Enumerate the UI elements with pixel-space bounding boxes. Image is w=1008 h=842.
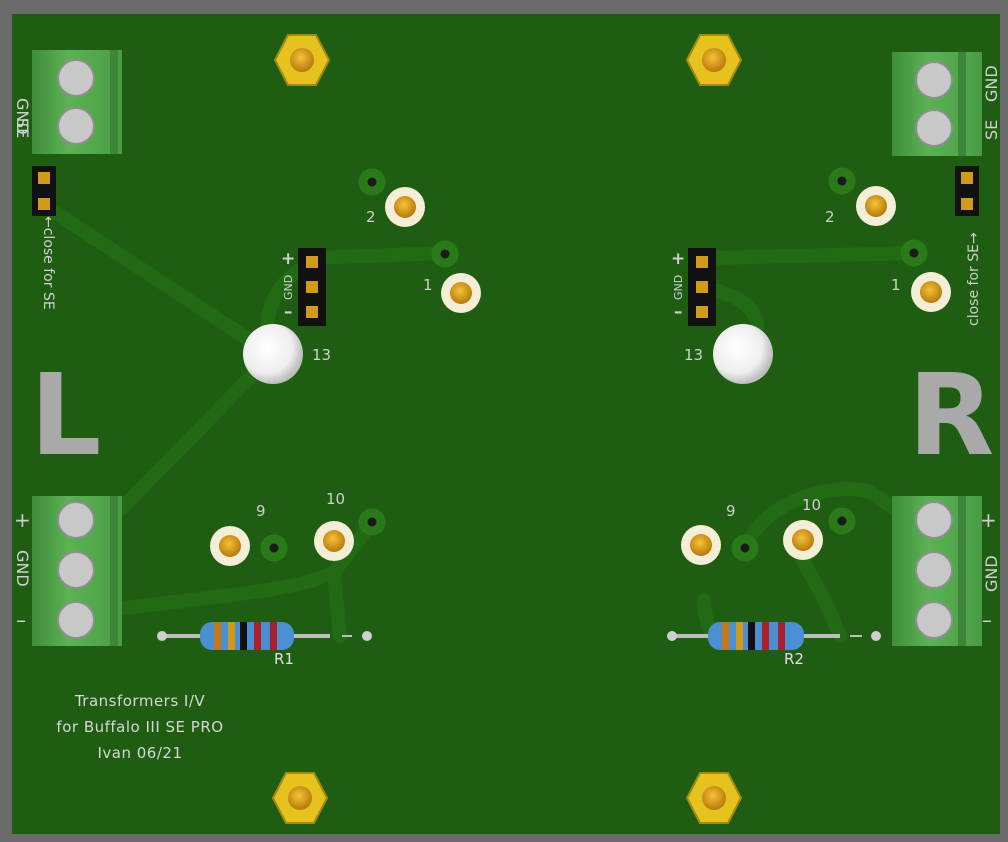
jumper-left — [32, 166, 56, 216]
terminal-block-bottom-right — [892, 496, 982, 646]
mounting-standoffs — [271, 34, 743, 824]
pad-label-left-9: 9 — [256, 502, 266, 520]
resistor-r2 — [667, 622, 881, 650]
label-plus-bottom-left: + — [14, 508, 31, 532]
pad-label-right-1: 1 — [891, 276, 901, 294]
terminal-block-bottom-left — [32, 496, 122, 646]
label-se-top-right: SE — [982, 119, 1001, 140]
standoff-top-right — [685, 34, 743, 86]
label-close-left: ←close for SE — [40, 216, 56, 310]
label-gnd-bottom-right: GND — [982, 555, 1001, 592]
pad-right-10 — [783, 520, 823, 560]
label-gnd-top-right: GND — [982, 65, 1001, 102]
pad-label-right-2: 2 — [825, 208, 835, 226]
pad-left-9 — [210, 526, 250, 566]
label-minus-bottom-left: – — [16, 608, 26, 632]
pad-left-2 — [385, 187, 425, 227]
pad-label-left-2: 2 — [366, 208, 376, 226]
notes-line-2: for Buffalo III SE PRO — [56, 718, 224, 736]
terminal-block-top-right — [892, 52, 982, 156]
header-left-gnd: GND — [282, 274, 295, 300]
pad-label-left-1: 1 — [423, 276, 433, 294]
notes-line-3: Ivan 06/21 — [97, 744, 183, 762]
header-right-gnd: GND — [672, 274, 685, 300]
pad-right-9 — [681, 525, 721, 565]
label-gnd-bottom-left: GND — [13, 550, 32, 587]
pad-label-right-13: 13 — [684, 346, 704, 364]
pad-right-1 — [911, 272, 951, 312]
label-plus-bottom-right: + — [980, 508, 997, 532]
terminal-block-top-left — [32, 50, 122, 154]
standoff-bottom-right — [685, 772, 743, 824]
pad-label-left-10: 10 — [326, 490, 346, 508]
resistor-label-r1: R1 — [274, 650, 294, 668]
notes-line-1: Transformers I/V — [74, 692, 206, 710]
pad-label-left-13: 13 — [312, 346, 332, 364]
label-minus-bottom-right: – — [982, 608, 992, 632]
pad-label-right-10: 10 — [802, 496, 822, 514]
channel-label-left: L — [30, 351, 102, 481]
standoff-bottom-left — [271, 772, 329, 824]
resistor-r1 — [157, 622, 372, 650]
standoff-top-left — [273, 34, 331, 86]
channel-label-right: R — [908, 351, 995, 481]
resistor-label-r2: R2 — [784, 650, 804, 668]
pad-right-13 — [713, 324, 773, 384]
header-left — [298, 248, 326, 326]
jumper-right — [955, 166, 979, 216]
header-left-minus: – — [284, 302, 293, 322]
header-right-minus: – — [674, 302, 683, 322]
gold-pads — [210, 186, 951, 566]
pad-left-13 — [243, 324, 303, 384]
vias — [260, 167, 928, 562]
pad-label-right-9: 9 — [726, 502, 736, 520]
header-right — [688, 248, 716, 326]
pad-left-1 — [441, 273, 481, 313]
header-right-plus: + — [671, 249, 686, 269]
pad-left-10 — [314, 521, 354, 561]
board-notes: Transformers I/V for Buffalo III SE PRO … — [30, 688, 250, 766]
label-close-right: close for SE→ — [966, 232, 982, 326]
header-left-plus: + — [281, 249, 296, 269]
label-se-top-left: SE — [13, 118, 32, 139]
pad-right-2 — [856, 186, 896, 226]
